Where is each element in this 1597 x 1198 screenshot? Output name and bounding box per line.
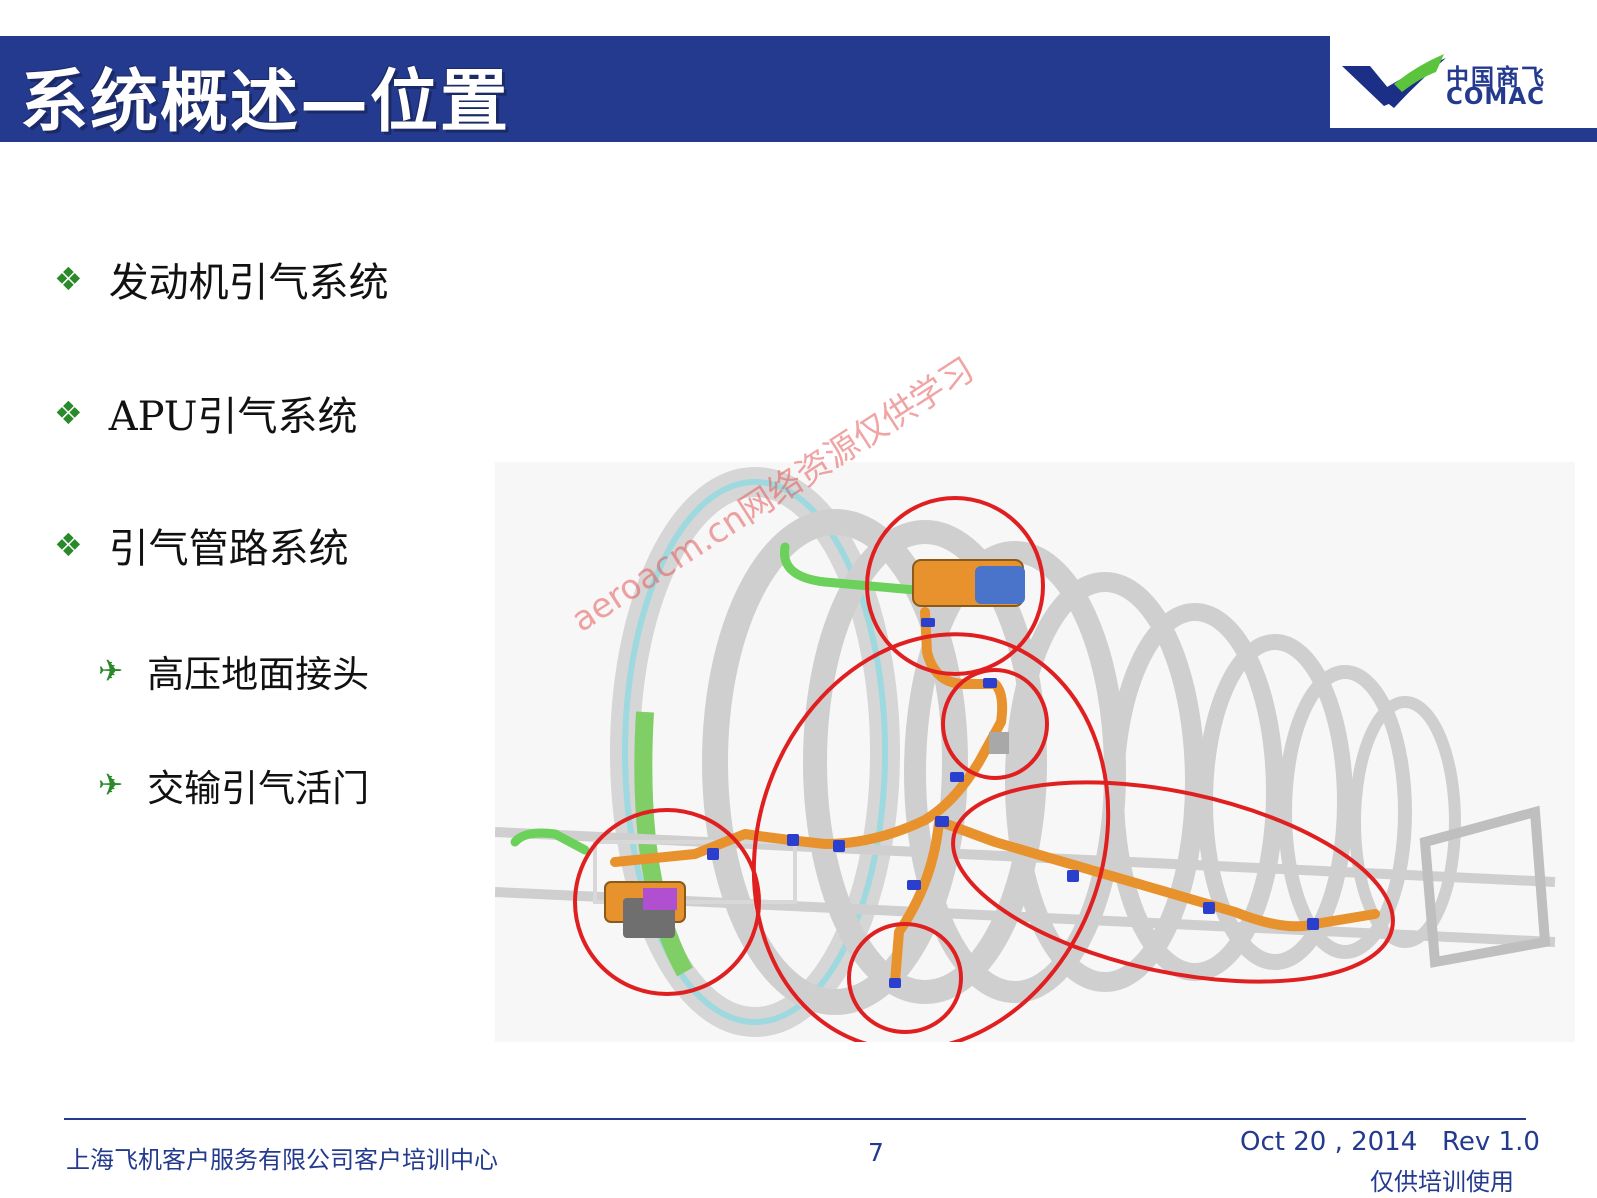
sub-bullet-hp-ground-connector: ✈ 高压地面接头 <box>98 644 369 698</box>
footer-organization: 上海飞机客户服务有限公司客户培训中心 <box>66 1146 498 1174</box>
bullet-engine-bleed: ❖ 发动机引气系统 <box>54 250 389 308</box>
arrow-bullet-icon: ✈ <box>98 653 124 689</box>
bullet-text: 发动机引气系统 <box>108 260 389 306</box>
diamond-bullet-icon: ❖ <box>54 394 83 432</box>
footer-note: 仅供培训使用 <box>1370 1168 1514 1196</box>
arrow-bullet-icon: ✈ <box>98 767 124 803</box>
logo-english-text: COMAC <box>1446 84 1545 110</box>
logo-chinese-text: 中国商飞 <box>1446 65 1546 91</box>
fuselage-frames <box>495 462 1575 1042</box>
comac-logo-icon <box>1342 54 1446 108</box>
highlight-circles <box>573 496 1395 1042</box>
duct-clamps <box>707 618 1319 988</box>
bullet-bleed-ducting: ❖ 引气管路系统 <box>54 516 349 574</box>
bullet-text: 引气管路系统 <box>108 526 349 572</box>
slide-title: 系统概述—位置 <box>20 63 511 142</box>
bullet-text: APU引气系统 <box>108 394 358 440</box>
components <box>604 559 1025 938</box>
page-number: 7 <box>868 1138 884 1167</box>
sub-bullet-crossbleed-valve: ✈ 交输引气活门 <box>98 758 369 812</box>
footer-divider <box>64 1118 1526 1120</box>
footer-date: Oct 20 , 2014 <box>1240 1127 1418 1157</box>
bullet-apu-bleed: ❖ APU引气系统 <box>54 384 358 442</box>
bleed-duct-illustration <box>495 462 1575 1042</box>
green-ducts <box>510 542 920 855</box>
header-underline <box>0 128 1597 142</box>
footer-revision: Rev 1.0 <box>1442 1127 1540 1157</box>
sub-bullet-text: 交输引气活门 <box>147 767 370 810</box>
sub-bullet-text: 高压地面接头 <box>147 653 370 696</box>
diamond-bullet-icon: ❖ <box>54 260 83 298</box>
diamond-bullet-icon: ❖ <box>54 526 83 564</box>
